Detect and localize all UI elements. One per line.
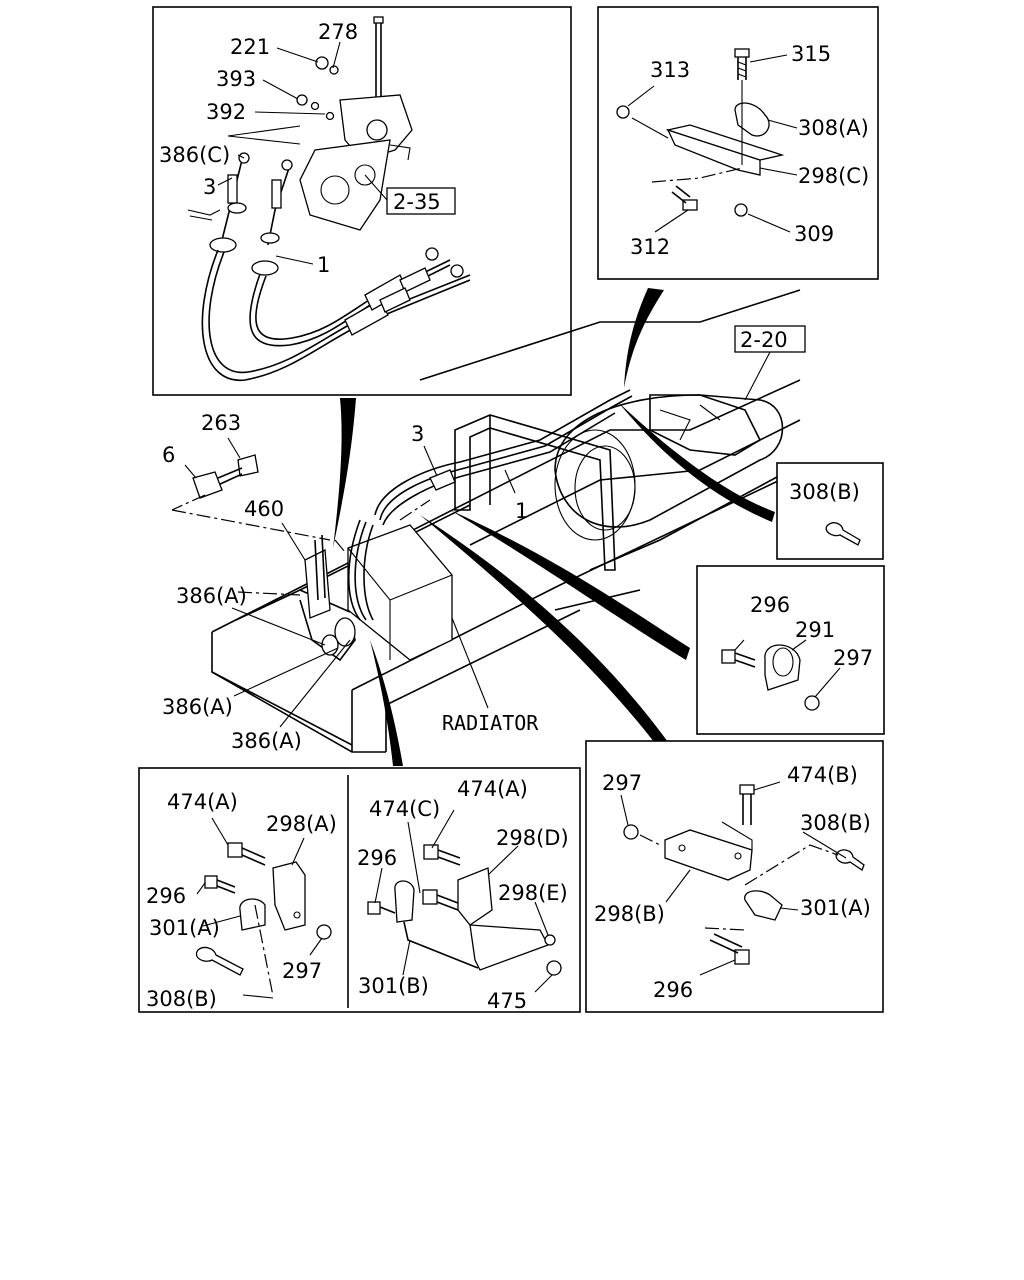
label-278: 278 (318, 20, 358, 44)
label-296-br: 296 (653, 978, 693, 1002)
ref-2-35: 2-35 (393, 190, 441, 214)
label-474a-right: 474(A) (457, 777, 528, 801)
label-313: 313 (650, 58, 690, 82)
label-386a-3: 386(A) (231, 729, 302, 753)
shift-lever-panel (152, 6, 572, 396)
label-474b: 474(B) (787, 763, 858, 787)
label-301a-br: 301(A) (800, 896, 871, 920)
label-291: 291 (795, 618, 835, 642)
label-309: 309 (794, 222, 834, 246)
label-393: 393 (216, 67, 256, 91)
label-221: 221 (230, 35, 270, 59)
label-296-bl: 296 (146, 884, 186, 908)
label-308b-bl: 308(B) (146, 987, 217, 1011)
label-315: 315 (791, 42, 831, 66)
label-392: 392 (206, 100, 246, 124)
label-308b-pin: 308(B) (789, 480, 860, 504)
label-475: 475 (487, 989, 527, 1013)
ref-2-20: 2-20 (740, 328, 788, 352)
label-298c: 298(C) (798, 164, 869, 188)
chassis-main-view (171, 288, 806, 766)
label-298d: 298(D) (496, 826, 569, 850)
label-301a-bl: 301(A) (149, 916, 220, 940)
label-6: 6 (162, 443, 175, 467)
label-296-blr: 296 (357, 846, 397, 870)
label-297-bl: 297 (282, 959, 322, 983)
label-297-br: 297 (602, 771, 642, 795)
label-301b: 301(B) (358, 974, 429, 998)
label-386a-1: 386(A) (176, 584, 247, 608)
label-386c: 386(C) (159, 143, 230, 167)
label-298a: 298(A) (266, 812, 337, 836)
label-298e: 298(E) (498, 881, 568, 905)
label-3-main: 3 (411, 422, 424, 446)
radiator-label: RADIATOR (442, 711, 539, 735)
label-296-clamp: 296 (750, 593, 790, 617)
bracket-panel-bottom-left (138, 767, 581, 1013)
label-263: 263 (201, 411, 241, 435)
label-308b-br: 308(B) (800, 811, 871, 835)
label-312: 312 (630, 235, 670, 259)
label-1-lever: 1 (317, 253, 330, 277)
label-474a-left: 474(A) (167, 790, 238, 814)
label-3-lever: 3 (203, 175, 216, 199)
label-1-main: 1 (515, 499, 528, 523)
bracket-panel-bottom-right (585, 740, 884, 1013)
label-297-clamp: 297 (833, 646, 873, 670)
label-460: 460 (244, 497, 284, 521)
bracket-panel-top-right (597, 6, 879, 280)
label-298b: 298(B) (594, 902, 665, 926)
clamp-panel (696, 565, 885, 735)
pin-panel (776, 462, 884, 560)
label-386a-2: 386(A) (162, 695, 233, 719)
label-308a: 308(A) (798, 116, 869, 140)
label-474c: 474(C) (369, 797, 440, 821)
